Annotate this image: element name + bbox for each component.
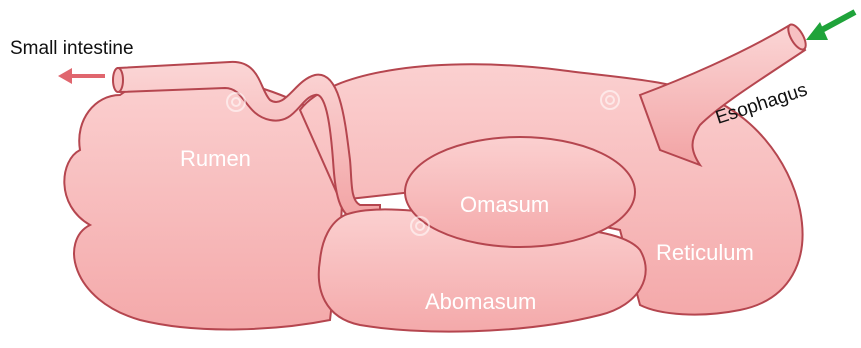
reticulum-label: Reticulum [656,240,754,265]
small-intestine-arrow [58,68,105,84]
esophagus-arrow [806,12,855,40]
omasum-label: Omasum [460,192,549,217]
abomasum-label: Abomasum [425,289,536,314]
small-intestine-opening [113,68,123,92]
small-intestine-label: Small intestine [10,38,134,59]
rumen-label: Rumen [180,146,251,171]
